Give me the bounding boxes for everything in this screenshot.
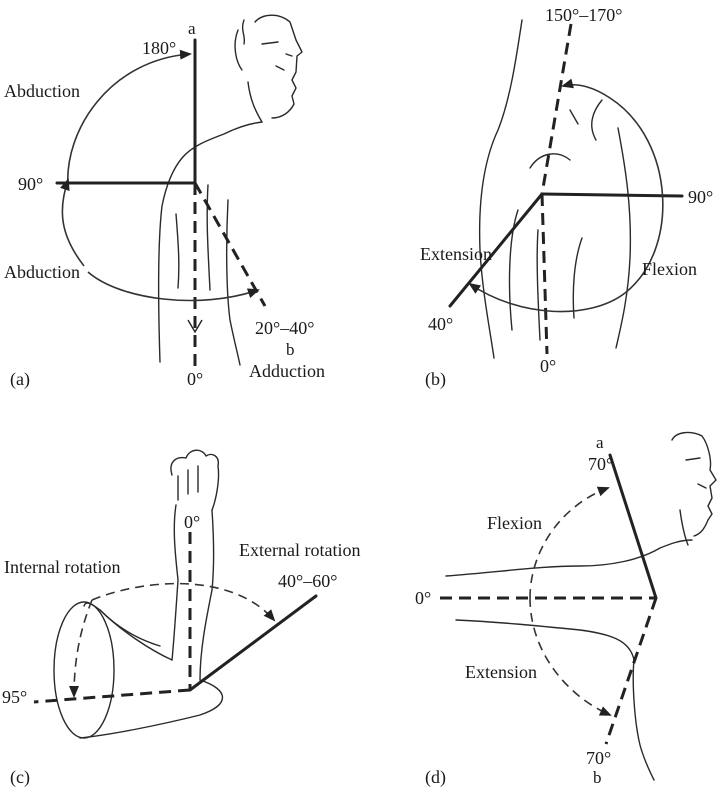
panel-a-adduction-range: 20°–40° <box>255 318 314 338</box>
panel-c-external-label: External rotation <box>239 540 360 560</box>
panel-a-adduction-label: Adduction <box>249 361 325 381</box>
panel-b-horizontal-90-line <box>542 194 682 196</box>
panel-d-flexion-label: Flexion <box>487 513 542 533</box>
panel-d-extension-arc <box>530 598 610 715</box>
panel-a-lower-abduction-arc <box>62 180 84 266</box>
panel-a-body-outline <box>159 15 302 365</box>
panel-a-adduction-letter: b <box>286 340 295 359</box>
panel-d-flexion-line <box>610 455 656 598</box>
panel-a-top-angle: 180° <box>142 38 176 58</box>
panel-d-top-letter: a <box>596 433 604 452</box>
panel-c-label: (c) <box>10 767 30 788</box>
panel-b-flexion-dashed-line <box>542 24 571 194</box>
panel-c-internal-angle: 95° <box>2 687 27 707</box>
panel-a-bottom-angle: 0° <box>187 369 203 389</box>
panel-b: 150°–170° 90° Extension 40° Flexion 0° (… <box>420 5 713 390</box>
panel-d-bottom-angle: 70° <box>586 748 611 768</box>
panel-d-flexion-arc <box>530 488 608 598</box>
panel-b-extension-angle: 40° <box>428 314 453 334</box>
panel-d-top-angle: 70° <box>588 454 613 474</box>
panel-c-external-range: 40°–60° <box>278 571 337 591</box>
panel-d-extension-label: Extension <box>465 662 537 682</box>
panel-c-internal-rotation-arc <box>74 600 92 696</box>
panel-c-internal-label: Internal rotation <box>4 557 120 577</box>
panel-b-body-outline <box>480 20 631 358</box>
panel-a-upper-abduction-arc <box>68 54 190 187</box>
panel-c: 0° Internal rotation External rotation 4… <box>2 450 360 788</box>
panel-b-top-angle: 150°–170° <box>545 5 622 25</box>
panel-b-flexion-label: Flexion <box>642 259 697 279</box>
panel-c-external-rotation-line <box>190 596 316 690</box>
panel-b-vertical-dashed-line <box>542 194 547 354</box>
panel-b-extension-arc <box>470 284 625 312</box>
panel-a-upper-motion-label: Abduction <box>4 81 80 101</box>
panel-d-bottom-letter: b <box>593 768 602 787</box>
panel-c-top-angle: 0° <box>184 512 200 532</box>
panel-d-side-angle: 0° <box>415 588 431 608</box>
panel-a-top-letter: a <box>188 19 196 38</box>
panel-a-lower-motion-label: Abduction <box>4 262 80 282</box>
panel-c-arm-outline <box>54 450 223 738</box>
panel-a-side-angle: 90° <box>18 174 43 194</box>
panel-b-extension-label: Extension <box>420 244 492 264</box>
panel-d: a 70° Flexion 0° Extension 70° b (d) <box>415 433 716 788</box>
panel-d-body-outline <box>446 433 716 780</box>
panel-a-adduction-arc <box>88 272 258 300</box>
panel-a-label: (a) <box>10 369 30 390</box>
panel-d-extension-line <box>606 598 656 744</box>
panel-b-bottom-angle: 0° <box>540 356 556 376</box>
panel-a: 180° a Abduction 90° Abduction 0° 20°–40… <box>4 15 325 390</box>
panel-c-external-rotation-arc <box>92 584 274 620</box>
panel-d-label: (d) <box>425 767 446 788</box>
panel-a-adduction-line <box>195 183 265 306</box>
panel-b-side-angle: 90° <box>688 187 713 207</box>
panel-b-label: (b) <box>425 369 446 390</box>
